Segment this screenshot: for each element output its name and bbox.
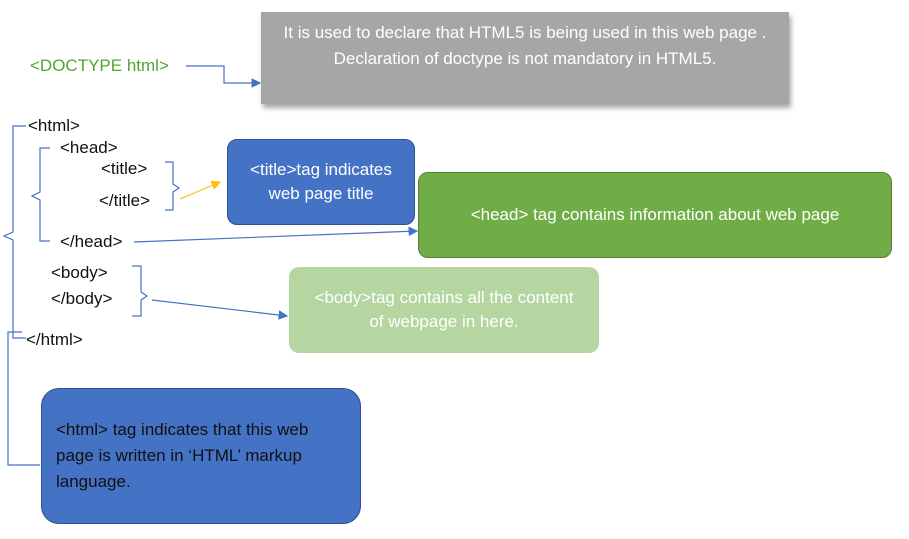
head-callout: <head> tag contains information about we…: [418, 172, 892, 258]
head-arrow: [133, 226, 419, 243]
html-callout-bracket: [7, 331, 40, 466]
body-open-tag: <body>: [51, 263, 108, 282]
body-bracket: [132, 265, 149, 317]
body-arrow: [151, 299, 289, 320]
title-open-tag: <title>: [101, 159, 148, 178]
doctype-arrow: [186, 65, 262, 88]
body-callout: <body>tag contains all the content of we…: [289, 267, 599, 353]
body-callout-text: <body>tag contains all the content of we…: [314, 288, 574, 331]
title-callout: <title>tag indicates web page title: [227, 139, 415, 225]
body-close-tag: </body>: [51, 289, 113, 308]
title-arrow: [179, 180, 222, 200]
html-callout: <html> tag indicates that this web page …: [41, 388, 361, 524]
doctype-callout: It is used to declare that HTML5 is bein…: [261, 12, 789, 104]
doctype-declaration: <DOCTYPE html>: [30, 56, 169, 75]
html-bracket: [2, 125, 26, 339]
head-close-tag: </head>: [60, 232, 123, 251]
title-close-tag: </title>: [99, 191, 151, 210]
head-open-tag: <head>: [60, 138, 118, 157]
html-open-tag: <html>: [28, 116, 80, 135]
html-close-tag: </html>: [26, 330, 83, 349]
doctype-callout-text: It is used to declare that HTML5 is bein…: [283, 23, 767, 68]
title-callout-text: <title>tag indicates web page title: [250, 160, 392, 203]
head-callout-text: <head> tag contains information about we…: [470, 205, 840, 224]
html-callout-text: <html> tag indicates that this web page …: [56, 420, 309, 491]
head-bracket: [30, 147, 50, 242]
title-bracket: [165, 161, 181, 211]
